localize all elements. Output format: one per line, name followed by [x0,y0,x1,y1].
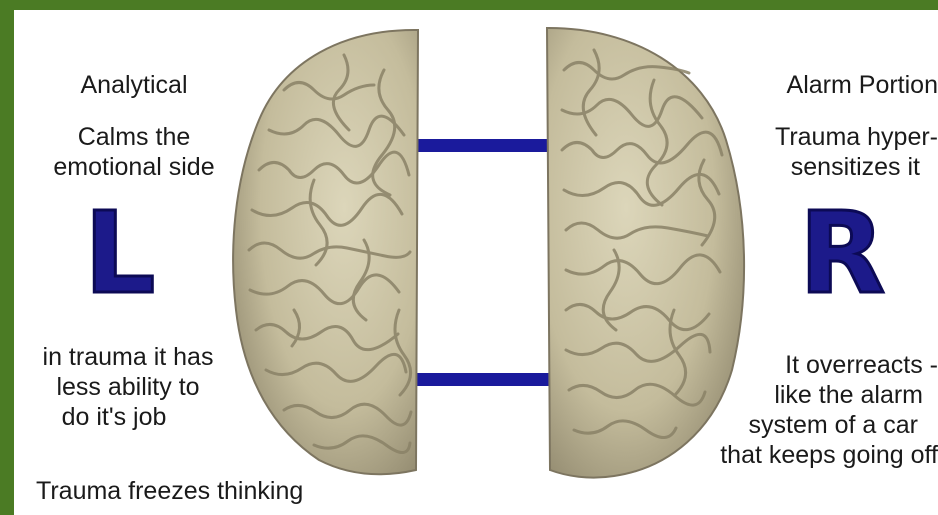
left-hemisphere [233,30,418,474]
left-heading: Analytical [34,70,234,100]
right-heading: Alarm Portion [738,70,938,100]
right-overreacts-line-1: It overreacts - [718,350,938,380]
diagram-panel: Analytical Calms the emotional side L in… [14,10,938,515]
left-freezes-caption: Trauma freezes thinking [36,476,303,506]
left-trauma-line-2: less ability to [14,372,242,402]
lower-connector-bar [414,373,554,386]
right-letter: R [799,198,885,310]
left-letter: L [84,198,155,310]
left-calms-line-2: emotional side [19,152,249,182]
right-hyper-line-2: sensitizes it [708,152,920,182]
left-calms-line-1: Calms the [19,122,249,152]
right-overreacts-line-2: like the alarm [718,380,923,410]
left-trauma-line-1: in trauma it has [14,342,242,372]
right-hyper-line-1: Trauma hyper- [708,122,938,152]
right-overreacts-line-3: system of a car [698,410,918,440]
right-overreacts-line-4: that keeps going off [648,440,938,470]
upper-connector-bar [414,139,554,152]
left-trauma-line-3: do it's job [14,402,214,432]
